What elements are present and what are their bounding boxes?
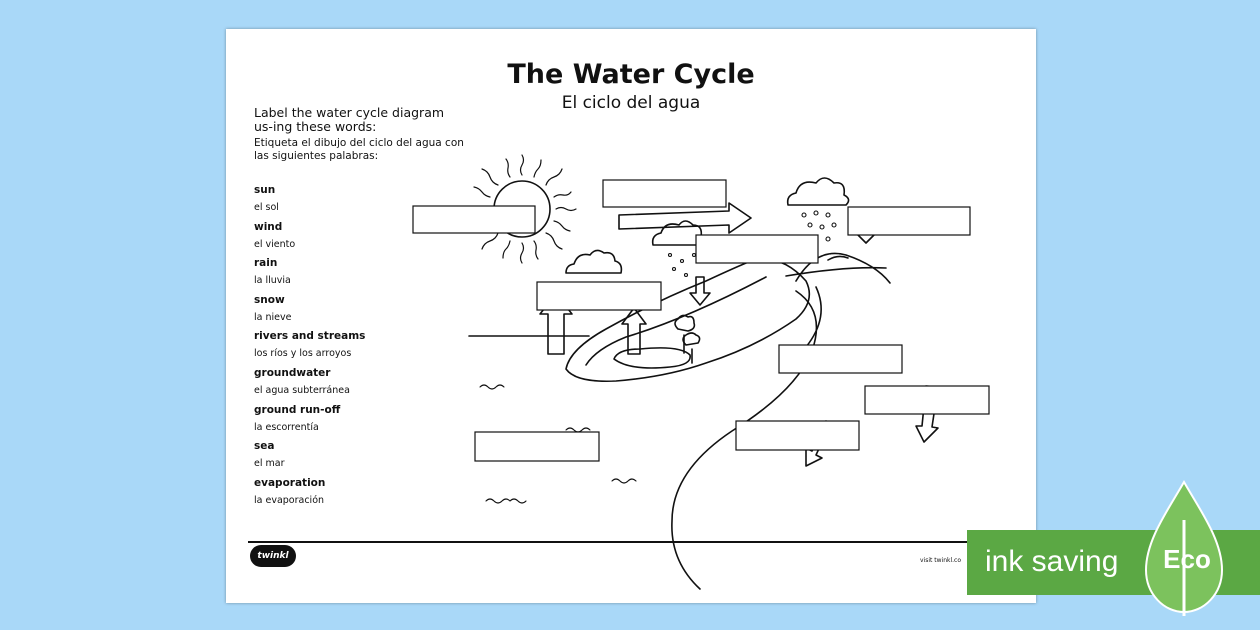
word-pair: sun el sol — [254, 183, 454, 220]
word-english: groundwater — [254, 366, 331, 379]
word-bank: sun el sol wind el viento rain la lluvia sn… — [254, 183, 454, 512]
word-pair: rain la lluvia — [254, 256, 454, 293]
word-english: evaporation — [254, 476, 326, 489]
word-spanish: el viento — [254, 238, 296, 250]
worksheet-title: The Water Cycle — [507, 59, 755, 90]
word-spanish: el sol — [254, 202, 279, 213]
word-pair: evaporation la evaporación — [254, 476, 454, 513]
eco-drop-icon — [1144, 480, 1224, 616]
word-pair: snow la nieve — [254, 293, 454, 330]
cloud-icon — [565, 249, 623, 274]
instruction-spanish: Etiqueta el dibujo del ciclo del agua co… — [254, 137, 464, 162]
word-pair: rivers and streams los ríos y los arroyos — [254, 329, 454, 366]
word-spanish: la nieve — [254, 311, 292, 323]
instruction-english: Label the water cycle diagram us-ing the… — [254, 105, 445, 134]
word-pair: sea el mar — [254, 439, 454, 476]
word-english: rain — [254, 257, 278, 270]
word-pair: wind el viento — [254, 220, 454, 257]
word-english: wind — [254, 220, 283, 233]
word-spanish: los ríos y los arroyos — [254, 348, 352, 360]
word-english: snow — [254, 293, 285, 306]
word-spanish: la evaporación — [254, 494, 325, 506]
word-pair: groundwater el agua subterránea — [254, 366, 454, 403]
banner-text: ink saving — [985, 545, 1119, 578]
word-english: ground run-off — [254, 403, 341, 416]
word-spanish: la lluvia — [254, 275, 291, 287]
word-pair: ground run-off la escorrentía — [254, 403, 454, 440]
water-cycle-diagram — [412, 154, 990, 590]
word-spanish: el agua subterránea — [254, 384, 350, 396]
worksheet: The Water Cycle El ciclo del agua Label … — [226, 29, 1036, 603]
footer-rule — [248, 541, 1014, 543]
word-spanish: la escorrentía — [254, 421, 319, 433]
word-english: sun — [254, 184, 276, 196]
worksheet-subtitle: El ciclo del agua — [561, 93, 701, 113]
word-english: sea — [254, 440, 275, 453]
eco-badge: Eco — [1163, 544, 1211, 574]
twinkl-logo: twinkl — [250, 545, 296, 567]
footer-link[interactable]: visit twinkl.co — [920, 557, 962, 564]
word-english: rivers and streams — [254, 330, 366, 343]
word-spanish: el mar — [254, 458, 285, 470]
label-boxes — [412, 179, 990, 462]
